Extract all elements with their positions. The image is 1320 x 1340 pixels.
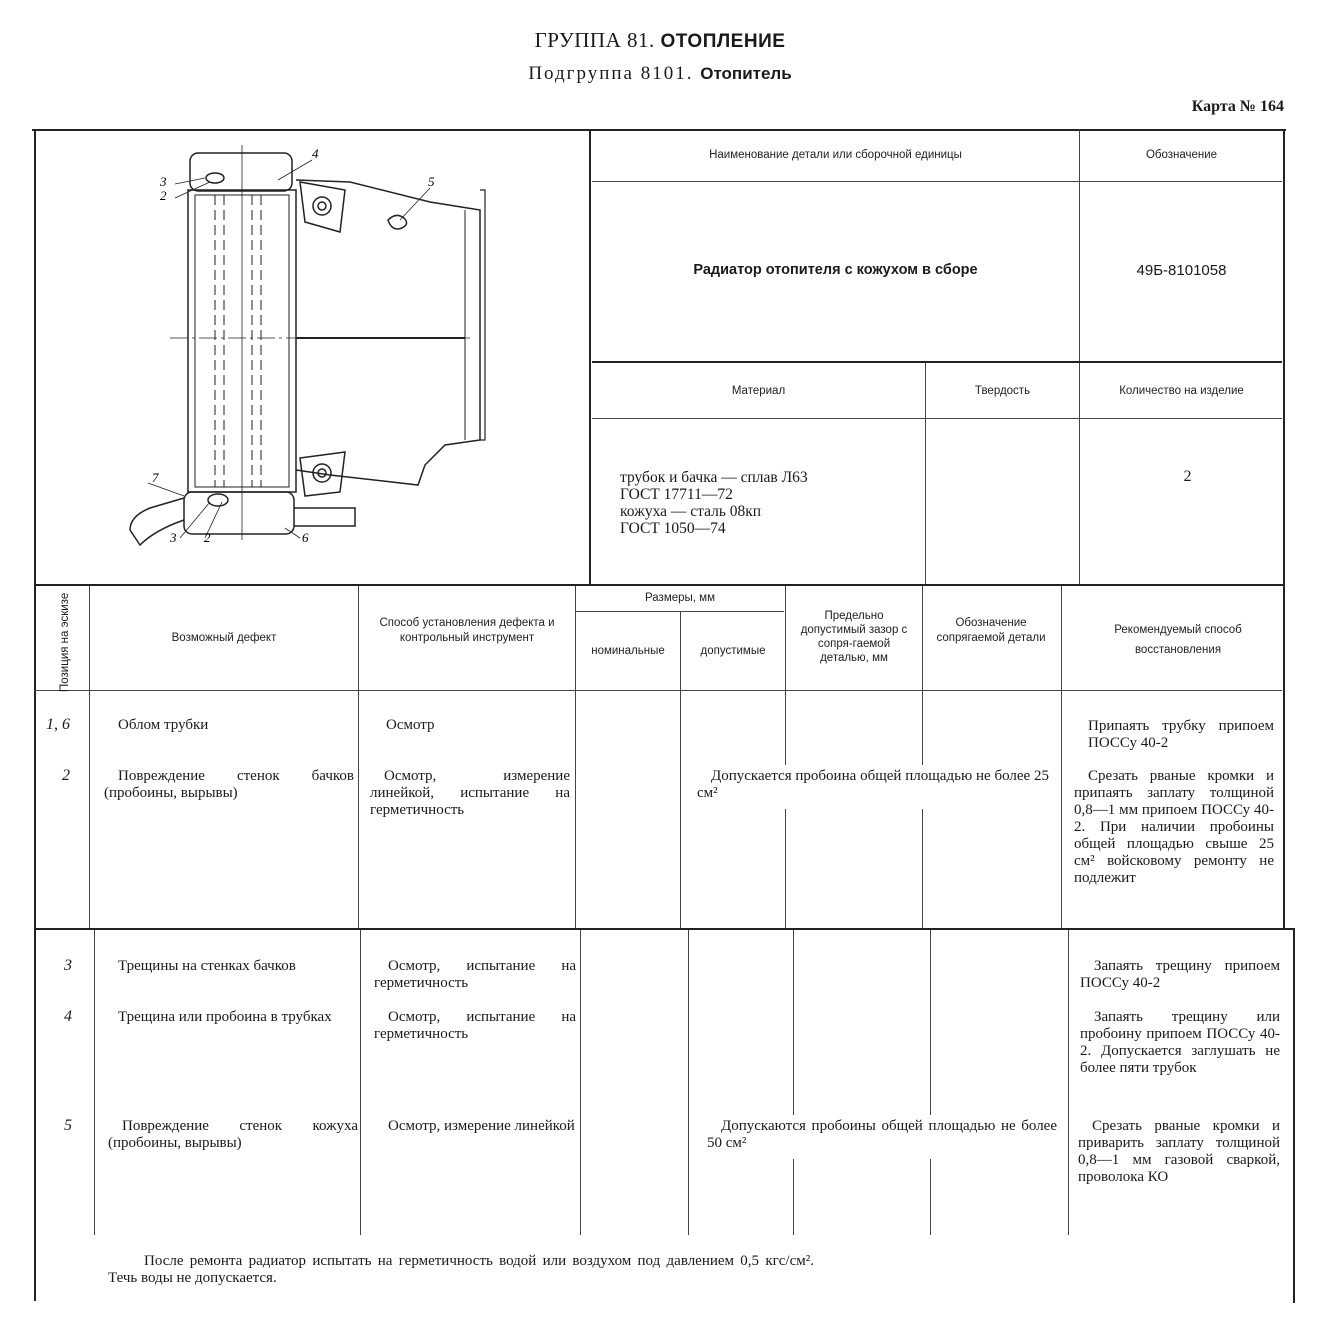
section-separator (34, 928, 1294, 930)
defects-header-bottom (34, 690, 1282, 691)
row-defect: Трещины на стенках бачков (118, 958, 296, 974)
hardness-divider-left (925, 363, 926, 584)
material-line: ГОСТ 1050—74 (620, 520, 726, 537)
material-header-line (592, 418, 1282, 419)
row-defect: Облом трубки (118, 717, 209, 733)
row-position: 1, 6 (46, 716, 70, 733)
allowance-mask (690, 765, 1055, 809)
subgroup-title: Подгруппа 8101. Отопитель (0, 63, 1320, 85)
frame-left-line (34, 129, 36, 1301)
quantity-header: Количество на изделие (1119, 385, 1244, 397)
row-repair: Запаять трещину припоем ПОССу 40-2 (1080, 958, 1280, 991)
frame-top-line (32, 129, 1286, 131)
frame-right-line-lower (1293, 928, 1295, 1303)
subgroup-name: Отопитель (700, 64, 792, 83)
frame-right-line (1283, 129, 1285, 929)
radiator-sketch: 3 2 4 5 7 3 2 6 (129, 145, 486, 547)
material-value: трубок и бачка — сплав Л63 ГОСТ 17711—72… (620, 469, 920, 537)
row-position: 3 (64, 957, 72, 974)
col-nominal-header: номинальные (591, 645, 665, 657)
row-repair: Срезать рваные кромки и припаять заплату… (1074, 768, 1274, 886)
row-repair: Запаять трещину или пробоину припоем ПОС… (1080, 1009, 1280, 1076)
row-repair: Припаять трубку припоем ПОССу 40-2 (1088, 718, 1274, 751)
row-method: Осмотр, испытание на герметичность (374, 958, 576, 991)
part-header-line (592, 181, 1282, 182)
row-defect: Повреждение стенок кожуха (пробоины, выр… (108, 1118, 358, 1151)
col-line-4-lower (688, 930, 689, 1235)
row-method: Осмотр (386, 717, 435, 733)
group-prefix: ГРУППА 81. (534, 28, 655, 52)
callout-6: 6 (302, 530, 309, 545)
hardness-header: Твердость (974, 385, 1031, 397)
material-line: ГОСТ 17711—72 (620, 486, 733, 503)
card-number: Карта № 164 (1191, 98, 1284, 115)
material-header: Материал (731, 385, 786, 397)
material-line: кожуха — сталь 08кп (620, 503, 762, 520)
col-line-4 (680, 612, 681, 928)
col-line-1-lower (94, 930, 95, 1235)
callout-7: 7 (152, 470, 159, 485)
part-designation: 49Б-8101058 (1136, 262, 1227, 279)
material-line: трубок и бачка — сплав Л63 (620, 469, 808, 486)
col-line-2 (358, 586, 359, 928)
col-gap-header: Предельно допустимый зазор с сопря-гаемо… (800, 610, 908, 664)
sketch-divider (589, 129, 591, 584)
row-position: 4 (64, 1008, 72, 1025)
part-mid-line (592, 361, 1282, 363)
row-method: Осмотр, измерение линейкой, испытание на… (370, 768, 570, 818)
callout-2-top: 2 (160, 188, 167, 203)
col-line-7-lower (1068, 930, 1069, 1235)
col-position-header: Позиция на эскизе (59, 592, 71, 692)
row-position: 5 (64, 1117, 72, 1134)
group-name: ОТОПЛЕНИЕ (660, 31, 786, 52)
row-allowance: Допускаются пробоины общей площадью не б… (707, 1118, 1057, 1151)
footnote: После ремонта радиатор испытать на герме… (108, 1253, 814, 1286)
row-defect: Повреждение стенок бачков (пробоины, выр… (104, 768, 354, 801)
subgroup-prefix: Подгруппа 8101. (528, 63, 694, 84)
col-method-header: Способ установления дефекта и контрольны… (379, 617, 555, 644)
designation-header: Обозначение (1145, 149, 1218, 161)
row-repair: Срезать рваные кромки и приварить заплат… (1078, 1118, 1280, 1185)
col-sizes-header: Размеры, мм (645, 592, 715, 604)
callout-3-top: 3 (159, 174, 167, 189)
group-title: ГРУППА 81. ОТОПЛЕНИЕ (0, 28, 1320, 53)
col-mating-header: Обозначение сопрягаемой детали (936, 617, 1046, 644)
part-name: Радиатор отопителя с кожухом в сборе (693, 262, 978, 278)
col-line-1 (89, 586, 90, 928)
sizes-subheader-line (576, 611, 784, 612)
row-position: 2 (62, 767, 70, 784)
callout-4: 4 (312, 146, 319, 161)
col-line-7 (1061, 586, 1062, 928)
part-name-header: Наименование детали или сборочной единиц… (709, 149, 962, 161)
col-line-3 (575, 586, 576, 928)
col-repair-header: Рекомендуемый способ восстановления (1114, 624, 1242, 656)
col-line-6-lower (930, 930, 931, 1235)
allowance-mask (700, 1115, 1062, 1159)
row-method: Осмотр, измерение линейкой (388, 1118, 575, 1134)
row-allowance: Допускается пробоина общей площадью не б… (697, 768, 1049, 801)
callout-3-bottom: 3 (169, 530, 177, 545)
callout-2-bottom: 2 (204, 530, 211, 545)
callout-5: 5 (428, 174, 435, 189)
col-allowed-header: допустимые (700, 645, 766, 657)
col-line-5-lower (793, 930, 794, 1235)
row-defect: Трещина или пробоина в трубках (118, 1009, 332, 1025)
col-line-6 (922, 586, 923, 928)
col-defect-header: Возможный дефект (171, 632, 277, 644)
col-line-5 (785, 586, 786, 928)
row-method: Осмотр, испытание на герметичность (374, 1009, 576, 1042)
col-line-2-lower (360, 930, 361, 1235)
col-line-3-lower (580, 930, 581, 1235)
quantity-value: 2 (1183, 468, 1192, 485)
hardness-divider-right (1079, 363, 1080, 584)
top-block-bottom-line (34, 584, 1284, 586)
designation-divider (1079, 129, 1080, 361)
